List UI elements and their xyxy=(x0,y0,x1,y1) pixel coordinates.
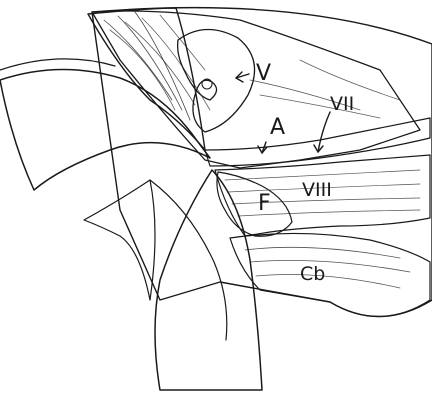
left-lower-wedge xyxy=(84,180,155,300)
pointer-v xyxy=(236,72,249,82)
operative-field xyxy=(92,8,432,317)
cerebellum xyxy=(230,233,430,316)
label-viii: VIII xyxy=(302,179,332,201)
trigeminal-ganglion xyxy=(178,29,255,132)
cerebellum-folia xyxy=(245,247,410,288)
label-vii: VII xyxy=(330,93,354,115)
label-v: V xyxy=(256,61,271,86)
lower-cut-edge xyxy=(150,180,227,340)
pointer-vii xyxy=(314,112,330,152)
label-cb: Cb xyxy=(300,263,325,285)
label-f: F xyxy=(258,191,271,216)
nerve-band xyxy=(205,118,430,166)
left-retractor-handle xyxy=(0,59,115,70)
flocculus xyxy=(217,172,292,236)
label-a: A xyxy=(270,115,285,140)
